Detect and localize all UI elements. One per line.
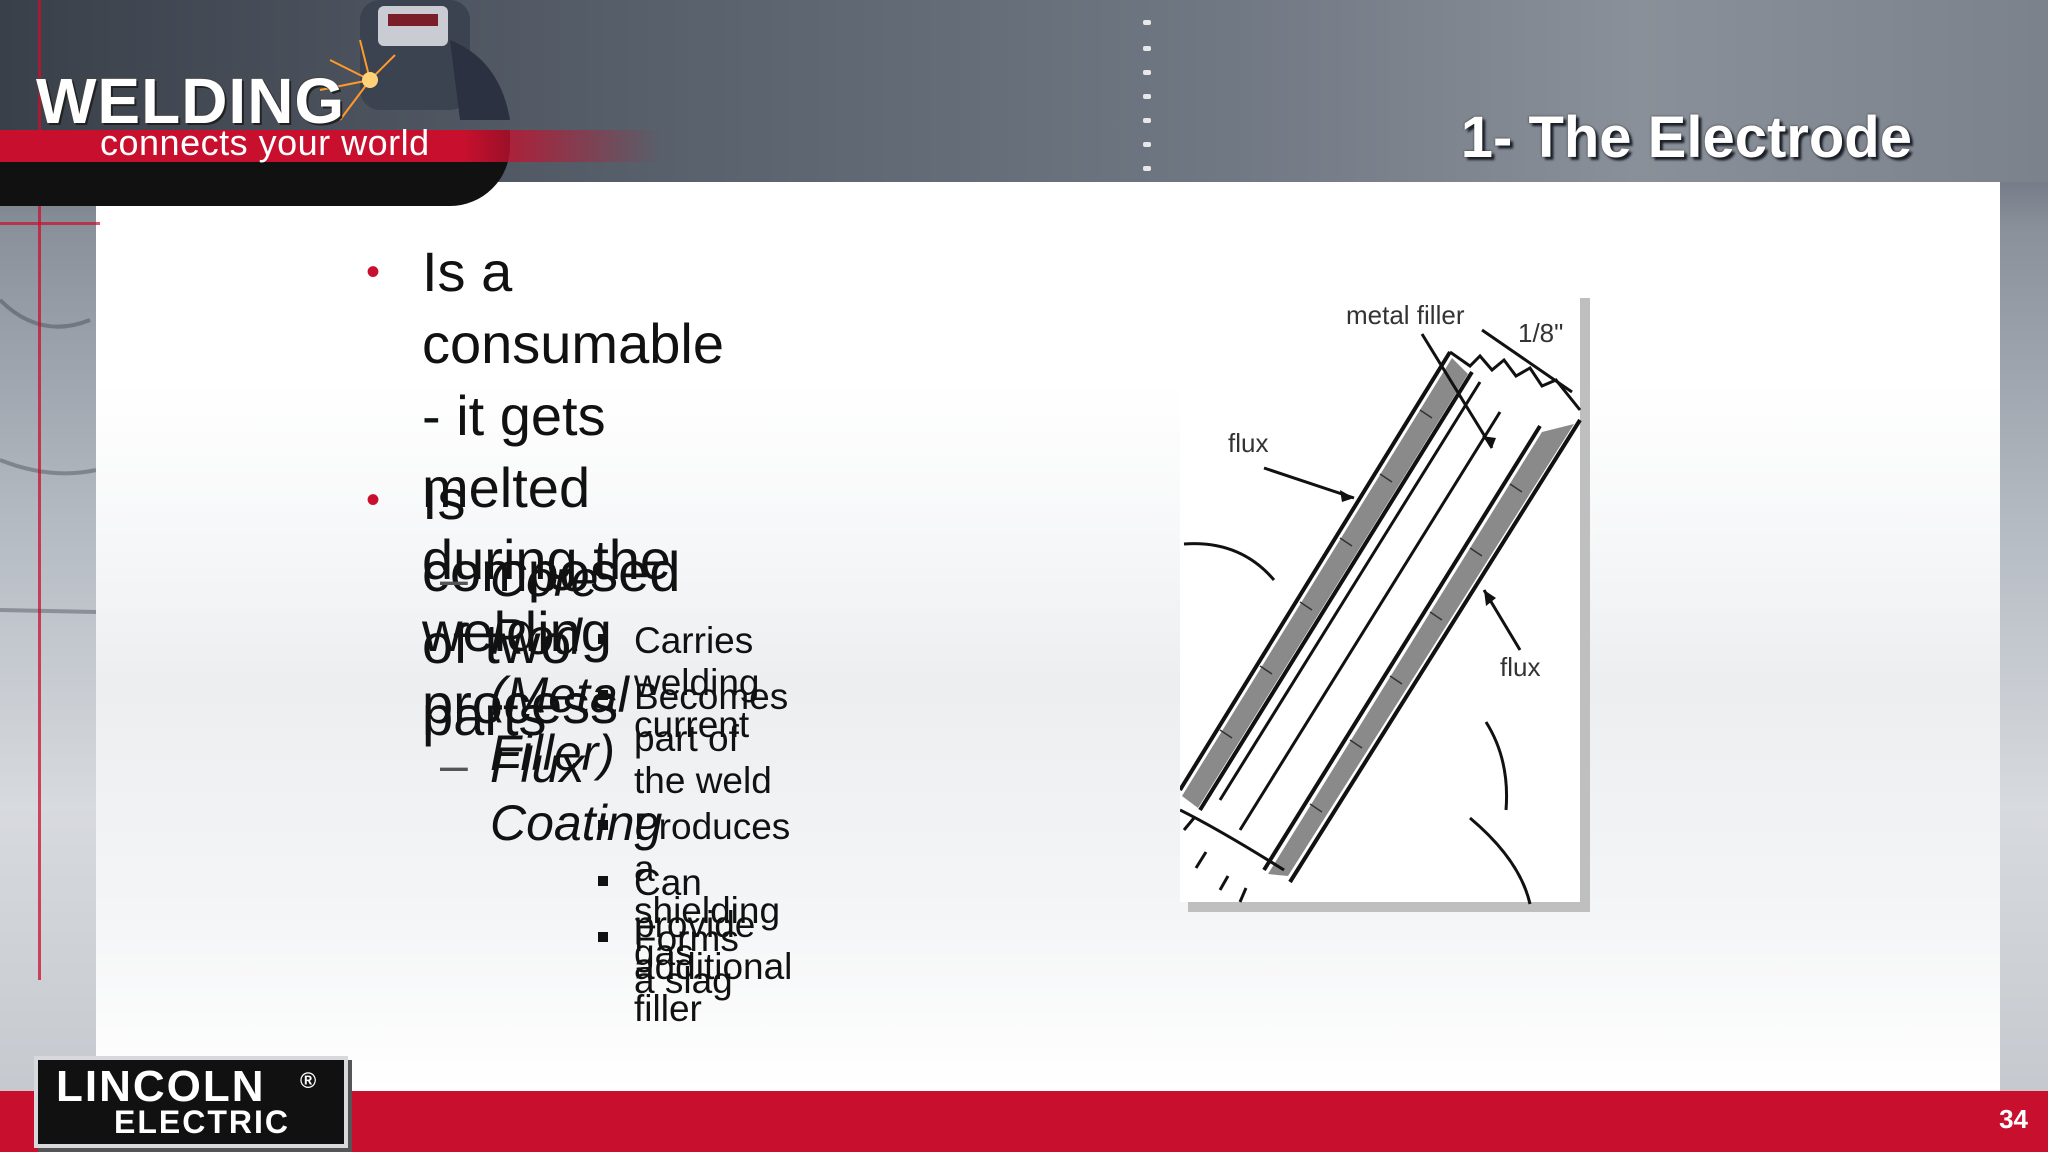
dash-marker: – [440,737,468,793]
square-bullet-icon [598,820,608,830]
square-bullet-icon [598,932,608,942]
flux-right-label: flux [1500,652,1540,682]
point-text: Forms a slag [634,918,739,1001]
bullet-line: process [422,672,619,735]
welder-image [319,0,510,121]
point-text: Carries welding current [634,620,760,745]
content-panel [96,182,2000,1092]
point-text: Produces a shielding gas [634,806,791,973]
logo-text-top: LINCOLN [56,1062,266,1111]
decorative-red-line-horizontal [0,222,100,225]
registered-mark: ® [300,1068,317,1093]
point-item: Carries welding current [598,620,760,746]
brand-subtitle: connects your world [100,122,430,163]
metal-filler-label: metal filler [1346,300,1465,330]
point-item: Forms a slag [598,918,739,1002]
point-text: Can provide additional filler [634,862,793,1029]
square-bullet-icon [598,876,608,886]
brand-title: WELDING [36,65,346,137]
bullet-marker: • [366,478,381,522]
point-item: Produces a shielding gas [598,806,791,974]
bullet-item: • Is composed of two parts [366,464,681,752]
page-number: 34 [1999,1104,2028,1134]
lincoln-electric-logo: LINCOLN ELECTRIC [34,1056,348,1148]
bullet-item: • Is a consumable - it gets melted durin… [366,236,724,740]
flux-left-label: flux [1228,428,1268,458]
dash-marker: – [440,551,468,607]
decorative-red-line [38,0,41,980]
bullet-marker: • [366,250,381,294]
logo-text-bottom: ELECTRIC [114,1104,290,1140]
brand-red-bar [0,130,660,162]
point-item: Can provide additional filler [598,862,793,1030]
electrode-diagram: 1/8" metal filler flux flux [1180,290,1590,912]
banner-rivets [1143,20,1151,171]
bullet-line: melted during the welding [422,456,672,663]
square-bullet-icon [598,634,608,644]
square-bullet-icon [598,690,608,700]
sub-item-label: Flux Coating [490,737,663,851]
point-item: Becomes part of the weld [598,676,789,802]
point-text: Becomes part of the weld [634,676,789,801]
size-label: 1/8" [1518,318,1563,348]
sub-item: – Flux Coating [440,736,663,852]
bullet-line: Is composed of two parts [422,468,681,747]
bullet-line: Is a consumable - it gets [422,240,724,447]
slide-title: 1- The Electrode [1460,105,1912,170]
